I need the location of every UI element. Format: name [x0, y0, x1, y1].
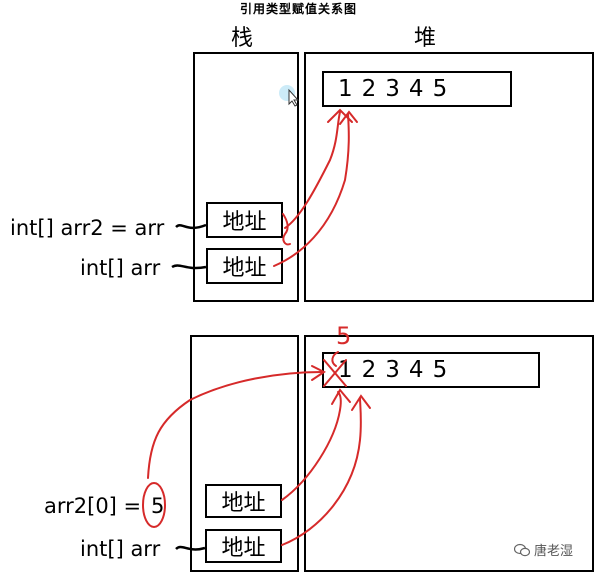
- stack-cell-arr-bottom: 地址: [205, 529, 282, 563]
- cursor-icon: [288, 88, 300, 107]
- heap-box-top: [304, 52, 594, 302]
- heap-array-top: 1 2 3 4 5: [322, 71, 512, 107]
- reference-arrow-bottom: [142, 351, 371, 546]
- watermark: 唐老湿: [514, 540, 573, 559]
- diagram-title: 引用类型赋值关系图: [239, 2, 357, 16]
- array-element: 1: [338, 76, 353, 102]
- pointer-line: [175, 223, 207, 230]
- stack-label: 栈: [231, 26, 254, 51]
- array-element: 1: [338, 357, 353, 383]
- array-element: 3: [385, 76, 400, 102]
- pointer-line: [175, 545, 206, 551]
- array-element: 4: [408, 76, 424, 102]
- new-value-annotation: 5: [336, 322, 352, 350]
- array-element: 5: [432, 76, 448, 102]
- heap-array-bottom: 1 2 3 4 5: [322, 352, 540, 388]
- var-label-arr2: int[] arr2 = arr: [10, 216, 165, 240]
- var-label-arr2-index: arr2[0] =: [44, 494, 141, 518]
- reference-arrow-top: [273, 108, 358, 267]
- stack-cell-arr2: 地址: [206, 202, 283, 238]
- assigned-value: 5: [151, 494, 165, 518]
- watermark-text: 唐老湿: [534, 544, 574, 559]
- array-element: 2: [361, 357, 377, 383]
- array-element: 4: [408, 357, 424, 383]
- chat-icon: [514, 543, 530, 556]
- array-element: 2: [361, 76, 377, 102]
- var-label-arr: int[] arr: [80, 256, 161, 280]
- heap-label: 堆: [414, 26, 437, 51]
- var-label-arr-bottom: int[] arr: [80, 537, 161, 561]
- pointer-line: [171, 264, 207, 270]
- array-element: 3: [385, 357, 400, 383]
- stack-cell-arr: 地址: [206, 248, 283, 284]
- array-element: 5: [432, 357, 448, 383]
- assignment-text: arr2[0] =: [44, 494, 142, 518]
- stack-cell-arr2-bottom: 地址: [205, 484, 282, 518]
